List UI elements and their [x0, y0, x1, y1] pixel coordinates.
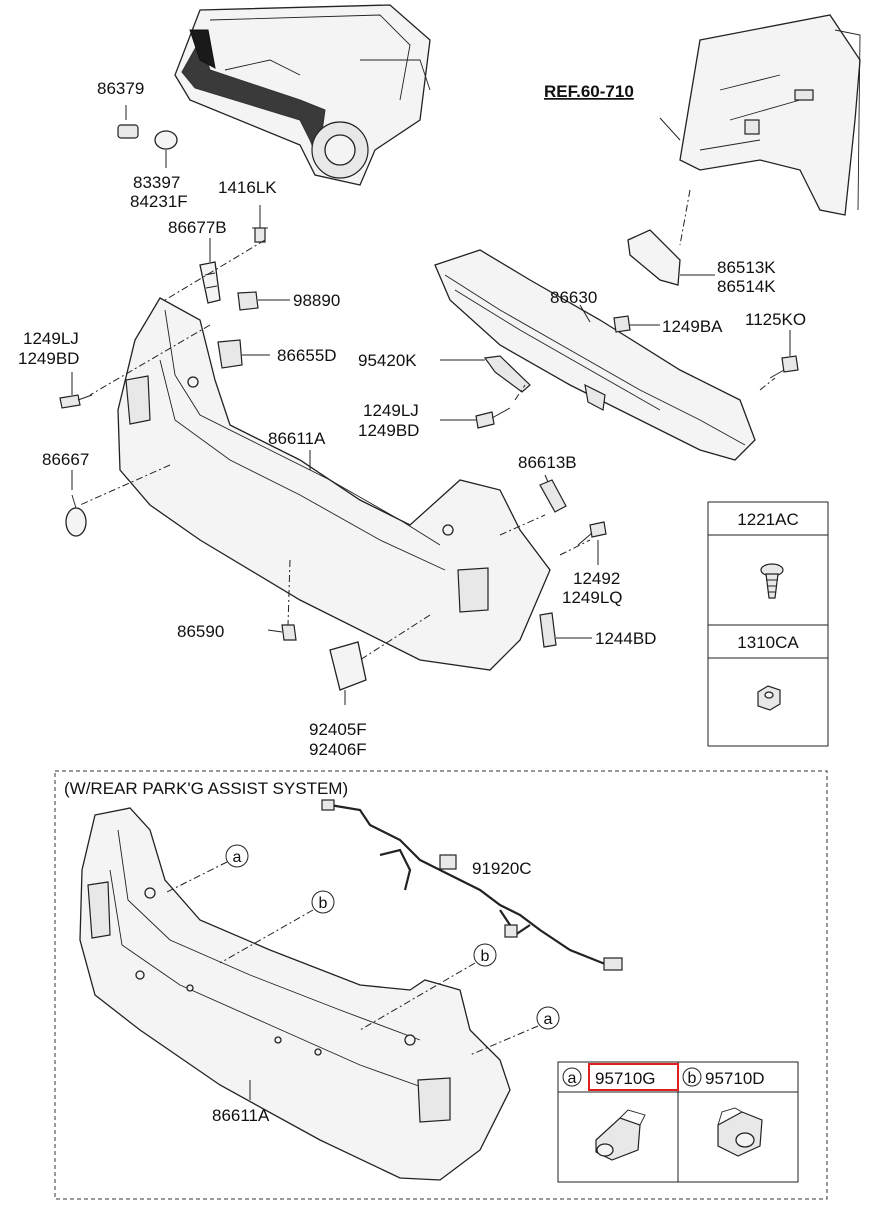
- sensor-95710D-icon: [717, 1107, 763, 1157]
- label-86513K: 86513K: [717, 258, 776, 277]
- label-95710D: 95710D: [705, 1069, 765, 1088]
- part-86513K-bracket[interactable]: [627, 229, 681, 286]
- part-86677B-bracket[interactable]: [199, 261, 221, 304]
- label-86514K: 86514K: [717, 277, 776, 296]
- label-1244BD: 1244BD: [595, 629, 656, 648]
- vehicle-rear-illustration: [174, 4, 431, 186]
- label-1310CA: 1310CA: [737, 633, 799, 652]
- dashed-assembly-lines-top: [79, 189, 776, 661]
- part-86613B-bracket[interactable]: [539, 479, 567, 513]
- svg-text:a: a: [544, 1011, 553, 1028]
- section-title-park-assist: (W/REAR PARK'G ASSIST SYSTEM): [64, 779, 348, 798]
- label-92406F: 92406F: [309, 740, 367, 759]
- part-1249BA-screw[interactable]: [613, 315, 631, 333]
- label-1249BD-right: 1249BD: [358, 421, 419, 440]
- label-12492: 12492: [573, 569, 620, 588]
- part-86611A-bumper-bottom[interactable]: [79, 807, 511, 1181]
- label-1249LJ-right: 1249LJ: [363, 401, 419, 420]
- fastener-table: [707, 501, 829, 747]
- part-labels: 86379 83397 84231F 1416LK 86677B 98890 1…: [18, 79, 806, 1125]
- label-86667: 86667: [42, 450, 89, 469]
- svg-text:b: b: [319, 895, 328, 912]
- highlight-95710G: [588, 1063, 679, 1091]
- svg-text:b: b: [481, 948, 490, 965]
- part-1416LK-screw[interactable]: [252, 227, 268, 243]
- part-91920C-wiring-harness[interactable]: [321, 799, 623, 971]
- svg-text:a: a: [233, 849, 242, 866]
- label-86590: 86590: [177, 622, 224, 641]
- label-1416LK: 1416LK: [218, 178, 277, 197]
- part-92405F-reflector[interactable]: [329, 641, 367, 691]
- part-1249LJ-screw-right[interactable]: [475, 407, 511, 429]
- label-83397: 83397: [133, 173, 180, 192]
- label-1125KO: 1125KO: [745, 310, 806, 329]
- part-86379-clip[interactable]: [117, 124, 139, 139]
- ref-body-panel: [679, 14, 861, 216]
- label-86677B: 86677B: [168, 218, 227, 237]
- label-ref-60-710: REF.60-710: [544, 82, 634, 101]
- label-91920C: 91920C: [472, 859, 532, 878]
- screw-1221AC-icon: [760, 563, 784, 599]
- callout-b-lower: b: [359, 943, 497, 1031]
- sensor-95710G-icon: [595, 1109, 646, 1161]
- label-95710G: 95710G: [595, 1069, 656, 1088]
- part-83397-plug[interactable]: [154, 130, 178, 150]
- label-86613B: 86613B: [518, 453, 577, 472]
- callout-b-upper: b: [219, 890, 335, 964]
- label-86611A-bottom: 86611A: [212, 1106, 270, 1125]
- label-98890: 98890: [293, 291, 340, 310]
- svg-text:b: b: [688, 1070, 697, 1087]
- part-1244BD-screw[interactable]: [539, 612, 557, 648]
- callout-a-upper: a: [164, 844, 249, 894]
- nut-1310CA-icon: [757, 685, 781, 711]
- label-1221AC: 1221AC: [737, 510, 798, 529]
- label-86630: 86630: [550, 288, 597, 307]
- label-84231F: 84231F: [130, 192, 188, 211]
- svg-text:a: a: [568, 1070, 577, 1087]
- label-1249BA: 1249BA: [662, 317, 723, 336]
- part-1249LJ-screw-left[interactable]: [59, 394, 93, 409]
- label-95420K: 95420K: [358, 351, 417, 370]
- label-1249LQ: 1249LQ: [562, 588, 623, 607]
- part-86590-clip[interactable]: [281, 624, 297, 641]
- part-86611A-bumper-top[interactable]: [117, 297, 551, 671]
- label-86611A-top: 86611A: [268, 429, 326, 448]
- part-98890-nut[interactable]: [237, 291, 259, 311]
- part-1125KO-screw[interactable]: [769, 355, 799, 379]
- label-86655D: 86655D: [277, 346, 337, 365]
- part-86630-beam[interactable]: [434, 249, 756, 461]
- label-86379: 86379: [97, 79, 144, 98]
- park-assist-section-frame: [54, 770, 828, 1200]
- leader-lines-top: [71, 105, 791, 705]
- part-12492-screw[interactable]: [577, 521, 607, 546]
- label-92405F: 92405F: [309, 720, 367, 739]
- part-86655D-clip[interactable]: [217, 339, 243, 369]
- sensor-table: a b: [557, 1061, 799, 1183]
- part-95420K-bracket[interactable]: [483, 355, 531, 393]
- label-1249LJ-left: 1249LJ: [23, 329, 79, 348]
- callout-a-lower: a: [469, 1006, 560, 1056]
- label-1249BD-left: 1249BD: [18, 349, 79, 368]
- part-86667-cap[interactable]: [65, 494, 87, 537]
